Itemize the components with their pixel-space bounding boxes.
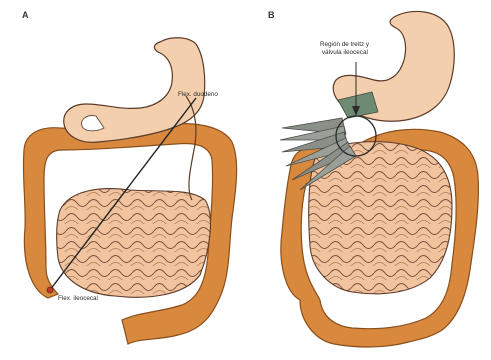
panel-a-ileocecal-marker bbox=[47, 287, 53, 293]
panel-a-label-duodeno: Flex. duodeno bbox=[178, 91, 218, 98]
panel-b-letter: B bbox=[268, 10, 275, 20]
panel-a: A Flex. duodeno Flex. ileocecal bbox=[22, 10, 237, 344]
panel-a-small-bowel bbox=[57, 189, 211, 298]
panel-a-letter: A bbox=[22, 10, 29, 20]
panel-b-label-line1: Región de treitz y bbox=[320, 41, 370, 48]
panel-a-label-ileocecal: Flex. ileocecal bbox=[58, 295, 98, 302]
panel-b-label-line2: válvula ileocecal bbox=[322, 49, 368, 56]
panel-b: B Región de treitz y válvula ileocecal bbox=[268, 10, 478, 347]
